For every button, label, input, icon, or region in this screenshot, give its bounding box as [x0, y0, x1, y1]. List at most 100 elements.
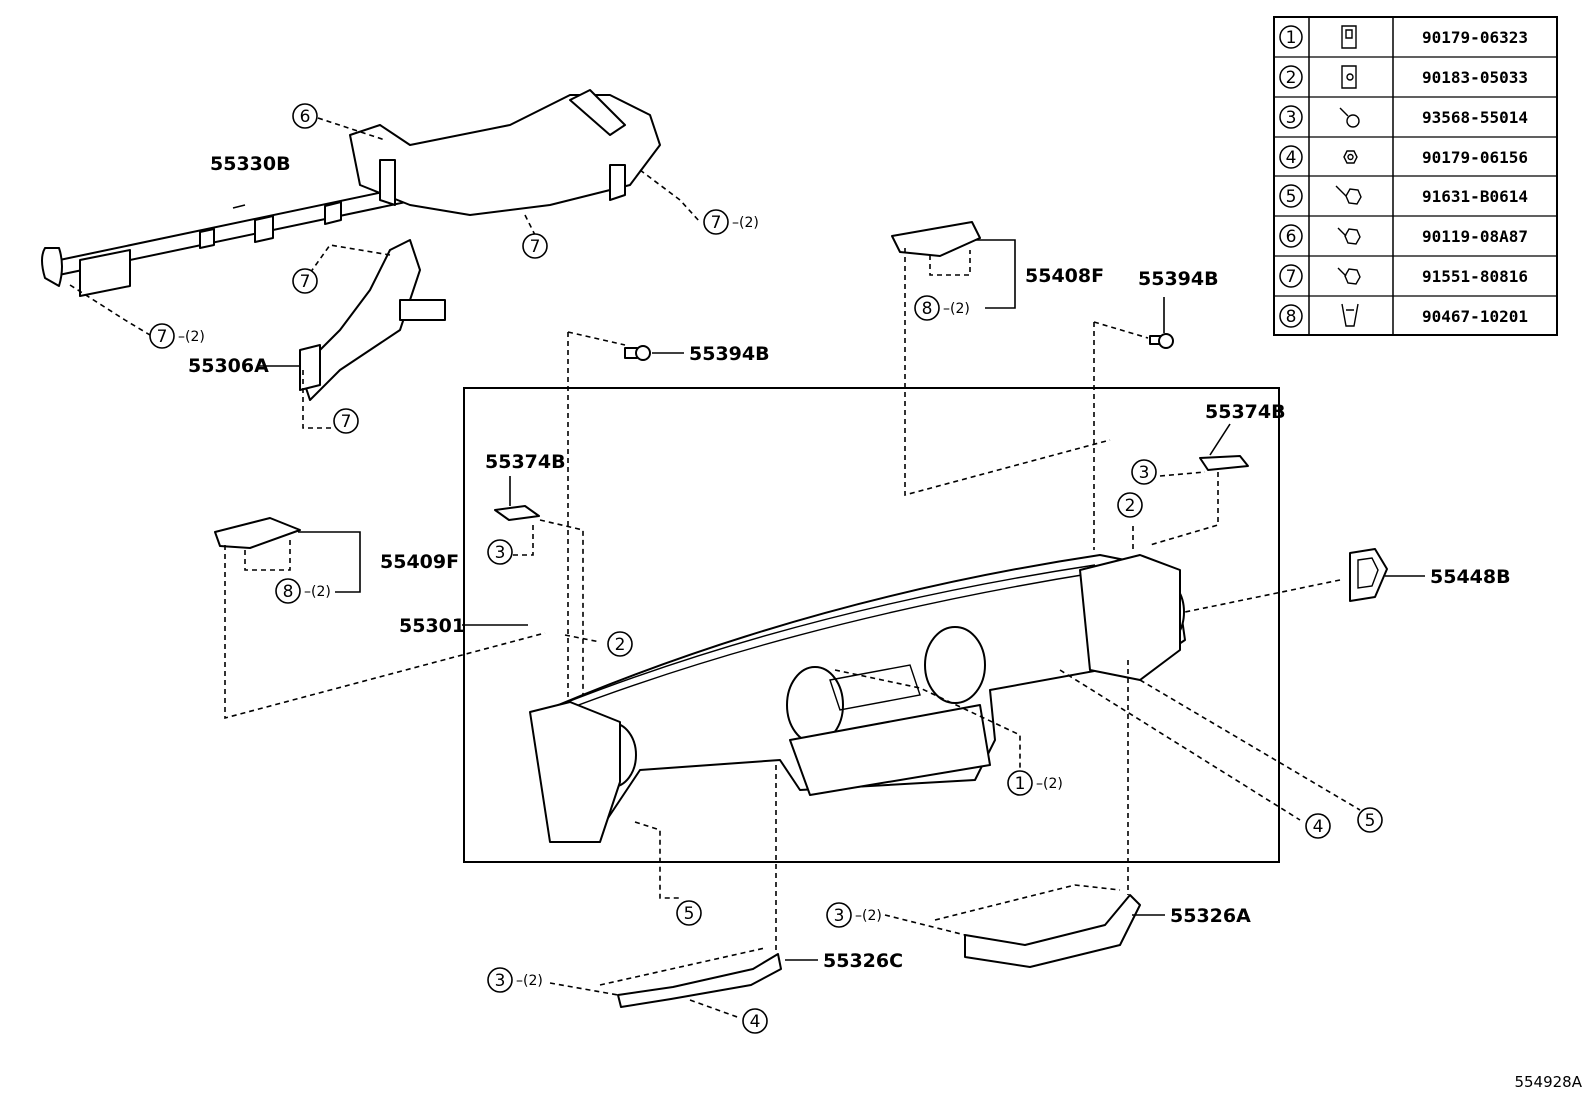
reinforcement-assembly — [41, 89, 661, 401]
part-label: 55306A — [188, 355, 269, 377]
clip-icon — [1341, 303, 1359, 327]
legend-row: 2 90183-05033 — [1279, 65, 1528, 89]
callout-number: 7 — [530, 237, 541, 257]
legend-ref: 5 — [1286, 187, 1297, 207]
callout-quantity: –(2) — [304, 584, 331, 600]
bracket-right — [1199, 455, 1249, 471]
nut-icon — [1343, 150, 1358, 164]
callout-number: 7 — [157, 327, 168, 347]
legend-part-number: 93568-55014 — [1422, 108, 1528, 127]
callout-quantity: –(2) — [1036, 776, 1063, 792]
legend-table: 1 90179-06323 2 90183-05033 3 93568-5501… — [1273, 16, 1558, 336]
callout-number: 8 — [283, 582, 294, 602]
bracket-left — [494, 505, 540, 521]
callout-number: 3 — [495, 543, 506, 563]
legend-ref: 3 — [1286, 108, 1297, 128]
clip-part-right — [1149, 333, 1174, 349]
part-label: 55330B — [210, 153, 291, 175]
legend-part-number: 90119-08A87 — [1422, 227, 1528, 246]
clip-part-left — [624, 345, 651, 361]
callout-number: 4 — [750, 1012, 761, 1032]
part-label: 55409F — [380, 551, 459, 573]
vent-part — [1349, 548, 1388, 602]
legend-part-number: 90179-06156 — [1422, 148, 1528, 167]
callout-ref: 6 — [292, 103, 318, 129]
callout-quantity: –(2) — [943, 301, 970, 317]
callout-ref: 3 — [487, 539, 513, 565]
lower-brace-right — [964, 894, 1141, 968]
callout-quantity: –(2) — [855, 908, 882, 924]
legend-ref: 8 — [1286, 307, 1297, 327]
callout-ref: 7 — [333, 408, 359, 434]
callout-number: 3 — [1139, 463, 1150, 483]
callout-ref: 3 –(2) — [826, 902, 882, 928]
callout-ref: 1 –(2) — [1007, 770, 1063, 796]
callout-number: 7 — [341, 412, 352, 432]
part-label: 55374B — [485, 451, 566, 473]
callout-ref: 4 — [742, 1008, 768, 1034]
legend-part-number: 90183-05033 — [1422, 68, 1528, 87]
callout-quantity: –(2) — [732, 215, 759, 231]
legend-part-number: 91631-B0614 — [1422, 187, 1528, 206]
legend-row: 4 90179-06156 — [1279, 145, 1528, 169]
callout-number: 8 — [922, 299, 933, 319]
legend-row: 8 90467-10201 — [1279, 303, 1528, 328]
screw-icon — [1339, 107, 1360, 128]
legend-ref: 7 — [1286, 267, 1297, 287]
callout-ref: 7 –(2) — [703, 209, 759, 235]
legend-part-number: 90179-06323 — [1422, 28, 1528, 47]
bolt-icon — [1337, 227, 1361, 245]
legend-row: 5 91631-B0614 — [1279, 184, 1528, 208]
legend-part-number: 91551-80816 — [1422, 267, 1528, 286]
bolt-icon — [1337, 267, 1361, 285]
lower-brace-center — [617, 953, 782, 1008]
part-label: 55326A — [1170, 905, 1251, 927]
legend-part-number: 90467-10201 — [1422, 307, 1528, 326]
callout-number: 7 — [711, 213, 722, 233]
upper-panel-right — [891, 221, 981, 257]
callout-number: 6 — [300, 107, 311, 127]
callout-number: 4 — [1313, 817, 1324, 837]
callout-ref: 2 — [607, 631, 633, 657]
callout-ref: 2 — [1117, 492, 1143, 518]
clip-nut-icon — [1341, 65, 1357, 89]
instrument-panel — [529, 554, 1186, 843]
part-label: 55394B — [689, 343, 770, 365]
callout-ref: 8 –(2) — [275, 578, 331, 604]
callout-quantity: –(2) — [178, 329, 205, 345]
callout-ref: 8 –(2) — [914, 295, 970, 321]
legend-row: 3 93568-55014 — [1279, 105, 1528, 129]
callout-number: 5 — [1365, 811, 1376, 831]
part-label: 55374B — [1205, 401, 1286, 423]
callout-ref: 3 — [1131, 459, 1157, 485]
part-label: 55394B — [1138, 268, 1219, 290]
part-label: 55408F — [1025, 265, 1104, 287]
callout-ref: 5 — [1357, 807, 1383, 833]
callout-number: 5 — [684, 904, 695, 924]
callout-quantity: –(2) — [516, 973, 543, 989]
part-label: 55448B — [1430, 566, 1511, 588]
callout-number: 2 — [1125, 496, 1136, 516]
callout-number: 7 — [300, 272, 311, 292]
callout-ref: 7 — [522, 233, 548, 259]
upper-panel-left — [214, 517, 301, 549]
part-label: 55301 — [399, 615, 465, 637]
part-label: 55326C — [823, 950, 903, 972]
callout-number: 3 — [834, 906, 845, 926]
legend-row: 1 90179-06323 — [1279, 25, 1528, 49]
callout-number: 3 — [495, 971, 506, 991]
clip-icon — [1341, 25, 1357, 49]
legend-ref: 6 — [1286, 227, 1297, 247]
callout-ref: 3 –(2) — [487, 967, 543, 993]
diagram-code: 554928A — [1514, 1073, 1582, 1091]
callout-ref: 5 — [676, 900, 702, 926]
callout-ref: 7 — [292, 268, 318, 294]
legend-ref: 1 — [1286, 28, 1297, 48]
callout-ref: 7 –(2) — [149, 323, 205, 349]
callout-number: 1 — [1015, 774, 1026, 794]
legend-ref: 2 — [1286, 68, 1297, 88]
callout-ref: 4 — [1305, 813, 1331, 839]
